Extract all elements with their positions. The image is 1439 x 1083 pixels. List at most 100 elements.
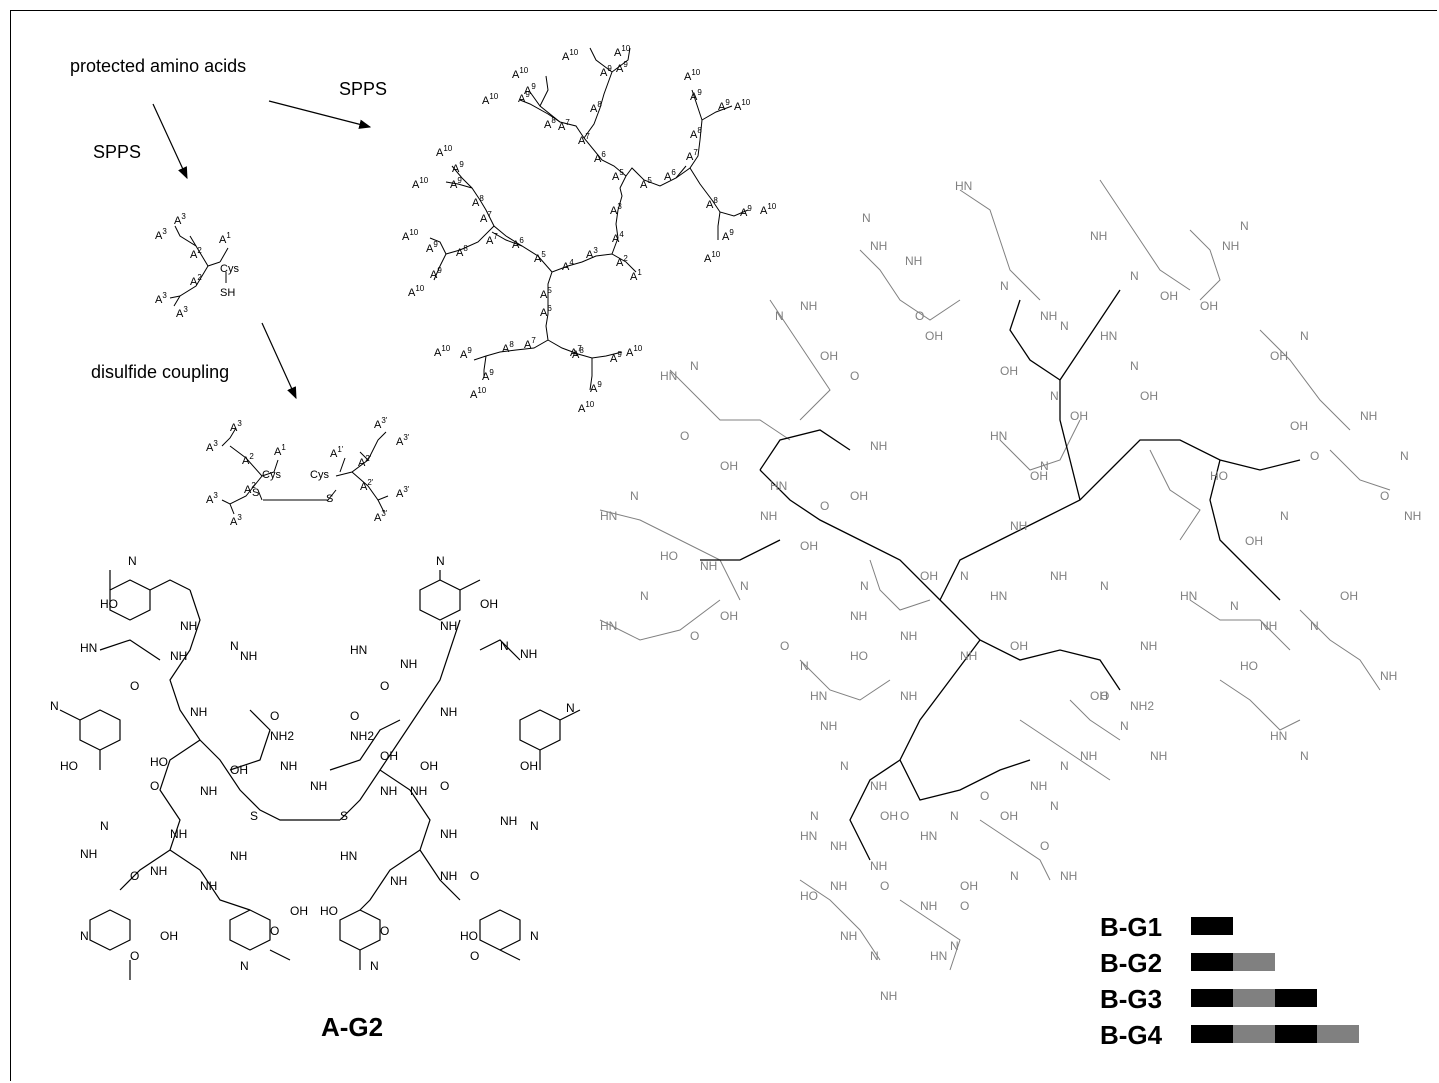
bond [329,719,401,771]
legend-segment [1275,989,1317,1007]
chem-label: N [1300,329,1309,343]
bond [1299,609,1381,691]
chem-label: OH [1160,289,1178,303]
chem-label: NH [1030,779,1047,793]
chem-label: NH [760,509,777,523]
chem-label: OH [920,569,938,583]
chem-label: NH [1090,229,1107,243]
chem-label: N [530,929,539,943]
chem-label: HO [1240,659,1258,673]
legend-segment [1191,917,1233,935]
chem-label: N [436,554,445,568]
chem-label: N [690,359,699,373]
bond [229,909,271,951]
legend-segment [1233,953,1275,971]
chem-label: NH [1260,619,1277,633]
chem-label: NH [920,899,937,913]
arrow-to-small-dendron [152,103,188,180]
chem-label: HN [600,509,617,523]
chem-label: NH [1140,639,1157,653]
bond [479,909,521,951]
chem-label: N [1400,449,1409,463]
legend-label-b-g2: B-G2 [1100,948,1163,978]
chem-label: HO [660,549,678,563]
bond [859,249,961,321]
chem-label: OH [1090,689,1108,703]
chem-label: N [566,701,575,715]
chem-label: NH [1360,409,1377,423]
chem-label: NH [1040,309,1057,323]
bond [419,579,461,621]
chem-label: NH [870,239,887,253]
chem-label: N [1300,749,1309,763]
bond [869,559,931,611]
bond [169,849,251,911]
chem-label: NH [310,779,327,793]
chem-label: N [950,939,959,953]
bond [1209,459,1281,601]
spps-left-label: SPPS [93,142,142,162]
bond [129,949,521,980]
chem-label: N [775,309,784,323]
svg-text:Cys: Cys [220,263,239,275]
legend-segment [1233,989,1275,1007]
chem-label: O [130,869,139,883]
chem-label: N [1060,319,1069,333]
bond [669,369,791,441]
chem-label: OH [1000,809,1018,823]
chem-label: N [80,929,89,943]
chem-label: NH [800,299,817,313]
chem-label: O [960,899,969,913]
chem-label: N [870,949,879,963]
bond [1069,699,1121,741]
bond [109,579,151,621]
chem-label: NH [230,849,247,863]
chem-label: O [380,924,389,938]
svg-text:Cys: Cys [262,469,281,481]
chem-label: O [780,639,789,653]
chem-label: OH [880,809,898,823]
chem-label: NH [150,864,167,878]
spps-top-label: SPPS [339,79,388,99]
chem-label: N [640,589,649,603]
chem-label: NH [1150,749,1167,763]
bond [539,709,581,770]
chem-label: N [50,699,59,713]
chem-label: NH [440,705,457,719]
chem-label: NH [700,559,717,573]
chem-label: S [340,809,348,823]
chem-label: N [230,639,239,653]
chem-label: NH [400,657,417,671]
chem-label: NH [410,784,427,798]
bond [849,759,901,861]
bond [1099,179,1191,291]
chem-label: HN [800,829,817,843]
chem-label: O [1380,489,1389,503]
chem-label: O [880,879,889,893]
chem-label: HN [350,643,367,657]
bond [89,909,131,951]
chem-label: N [1010,869,1019,883]
chem-label: N [1040,459,1049,473]
chem-label: HN [1270,729,1287,743]
arrow-to-dimer [261,322,297,400]
chem-label: N [500,639,509,653]
chem-label: NH [840,929,857,943]
chem-label: N [1050,799,1059,813]
chem-label: O [1040,839,1049,853]
chem-label: NH [170,649,187,663]
arrow-to-large-dendron [268,100,372,129]
bond [339,619,461,821]
bond [79,709,121,751]
chem-label: N [1130,269,1139,283]
chem-label: O [130,949,139,963]
chem-label: NH [520,647,537,661]
chem-label: HN [810,689,827,703]
svg-text:S: S [326,493,333,505]
chem-label: OH [380,749,398,763]
chem-label: O [130,679,139,693]
bond [959,189,1041,301]
chem-label: NH [200,784,217,798]
chem-label: HN [955,179,972,193]
bond [599,509,741,601]
